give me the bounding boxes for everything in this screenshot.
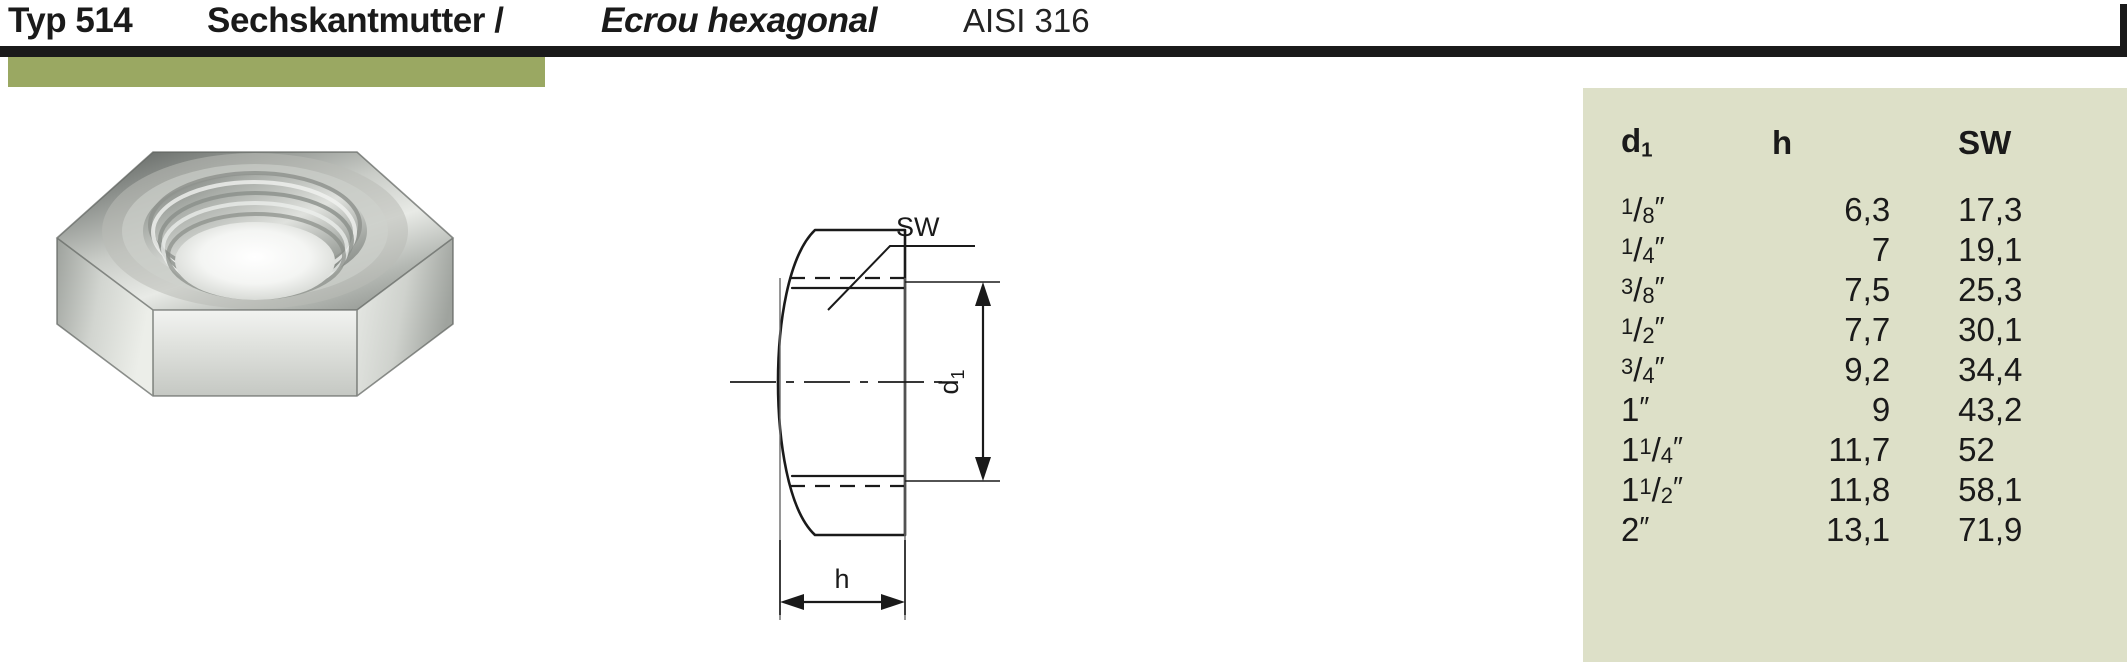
d1-arrow-bottom bbox=[975, 457, 991, 481]
table-header-spacer bbox=[1583, 162, 2127, 190]
cell-h: 6,3 bbox=[1844, 191, 1891, 228]
cell-d1: 3/8″ bbox=[1621, 271, 1665, 308]
h-dimension-label: h bbox=[834, 564, 849, 594]
cell-sw: 30,1 bbox=[1958, 311, 2023, 348]
table-row: 1/8″ 6,3 17,3 bbox=[1583, 190, 2127, 230]
h-extension-lines bbox=[779, 540, 906, 615]
d1-dimension-label: d1 bbox=[934, 369, 968, 394]
cell-d1: 2″ bbox=[1621, 511, 1649, 548]
thread-dashed-lines bbox=[790, 276, 905, 488]
cell-d1: 11/4″ bbox=[1621, 431, 1683, 468]
table-row: 2″ 13,1 71,9 bbox=[1583, 510, 2127, 550]
product-name-french: Ecrou hexagonal bbox=[601, 1, 878, 40]
cell-h: 11,7 bbox=[1828, 431, 1891, 468]
header-edge-tick bbox=[2120, 4, 2127, 48]
sw-dimension-label: SW bbox=[896, 212, 940, 242]
column-header-d1-subscript: 1 bbox=[1641, 138, 1653, 161]
h-arrow-right bbox=[881, 594, 905, 610]
cell-d1: 1/2″ bbox=[1621, 311, 1665, 348]
nut-edge-outlines bbox=[55, 151, 455, 397]
nut-front-face bbox=[153, 310, 357, 396]
cell-h: 7,5 bbox=[1844, 271, 1891, 308]
material-grade: AISI 316 bbox=[963, 2, 1090, 39]
table-row: 3/4″ 9,2 34,4 bbox=[1583, 350, 2127, 390]
table-row: 3/8″ 7,5 25,3 bbox=[1583, 270, 2127, 310]
cell-sw: 25,3 bbox=[1958, 271, 2023, 308]
technical-drawing: SW d1 h bbox=[730, 212, 1000, 620]
hex-nut-photo bbox=[55, 151, 455, 397]
cell-d1: 3/4″ bbox=[1621, 351, 1665, 388]
d1-arrow-top bbox=[975, 282, 991, 306]
nut-profile-outline bbox=[776, 228, 907, 537]
nut-left-face bbox=[57, 238, 153, 396]
table-row: 11/4″ 11,7 52 bbox=[1583, 430, 2127, 470]
sw-leader-line bbox=[827, 245, 975, 311]
table-row: 1″ 9 43,2 bbox=[1583, 390, 2127, 430]
header-divider-rule bbox=[0, 46, 2127, 57]
cell-h: 7,7 bbox=[1844, 311, 1891, 348]
nut-bore-hole bbox=[175, 222, 335, 300]
table-row: 1/2″ 7,7 30,1 bbox=[1583, 310, 2127, 350]
accent-bar bbox=[8, 57, 545, 87]
h-arrow-left bbox=[780, 594, 804, 610]
cell-sw: 43,2 bbox=[1958, 391, 2023, 428]
cell-sw: 34,4 bbox=[1958, 351, 2023, 388]
d1-extension-lines bbox=[905, 281, 1000, 482]
table-header-row: d1 h SW bbox=[1583, 88, 2127, 162]
table-body: 1/8″ 6,3 17,3 1/4″ 7 19,1 3/8″ 7,5 25,3 1/2″ 7,7 30… bbox=[1583, 162, 2127, 550]
cell-h: 9 bbox=[1871, 391, 1891, 428]
cell-sw: 71,9 bbox=[1958, 511, 2023, 548]
nut-right-face bbox=[357, 238, 453, 396]
column-header-sw: SW bbox=[1958, 124, 2012, 161]
column-header-d1-text: d bbox=[1621, 121, 1642, 159]
cell-d1: 1/4″ bbox=[1621, 231, 1665, 268]
product-name-german: Sechskantmutter / bbox=[207, 1, 504, 40]
cell-h: 7 bbox=[1871, 231, 1891, 268]
table-row: 11/2″ 11,8 58,1 bbox=[1583, 470, 2127, 510]
cell-d1: 11/2″ bbox=[1621, 471, 1683, 508]
cell-sw: 52 bbox=[1958, 431, 1995, 468]
table-row: 1/4″ 7 19,1 bbox=[1583, 230, 2127, 270]
column-header-h: h bbox=[1771, 124, 1793, 161]
cell-sw: 17,3 bbox=[1958, 191, 2023, 228]
cell-sw: 58,1 bbox=[1958, 471, 2023, 508]
cell-h: 9,2 bbox=[1844, 351, 1891, 388]
column-header-d1: d1 bbox=[1583, 88, 1764, 162]
cell-h: 11,8 bbox=[1828, 471, 1891, 508]
cell-sw: 19,1 bbox=[1958, 231, 2023, 268]
cell-d1: 1/8″ bbox=[1621, 191, 1665, 228]
cell-d1: 1″ bbox=[1621, 391, 1649, 428]
cell-h: 13,1 bbox=[1825, 511, 1891, 548]
page-header: Typ 514 Sechskantmutter / Ecrou hexagona… bbox=[0, 0, 2127, 46]
product-type-code: Typ 514 bbox=[8, 1, 133, 40]
